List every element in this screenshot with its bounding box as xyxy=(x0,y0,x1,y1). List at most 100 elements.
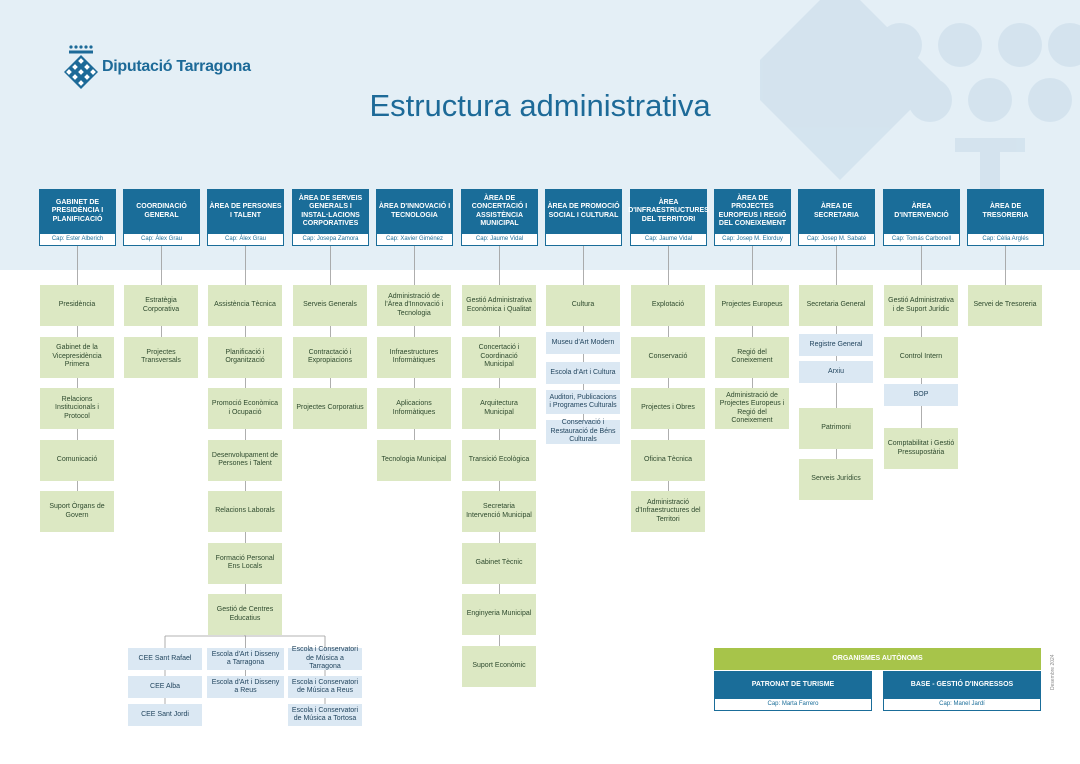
centre-col1-2[interactable]: CEE Sant Jordi xyxy=(128,704,202,726)
area-5-item-5[interactable]: Gabinet Tècnic xyxy=(462,542,536,584)
area-2-item-2[interactable]: Promoció Econòmica i Ocupació xyxy=(208,388,282,429)
centre-col2-0[interactable]: Escola d'Art i Disseny a Tarragona xyxy=(207,648,284,670)
area-0-item-4[interactable]: Suport Òrgans de Govern xyxy=(40,491,114,532)
centre-col3-1[interactable]: Escola i Conservatori de Música a Reus xyxy=(288,676,362,698)
area-7-item-1[interactable]: Conservació xyxy=(631,336,705,378)
area-title-5: Àrea de Concertació i Assistència Munici… xyxy=(461,189,538,234)
area-title-7: Àrea d'Infraestructures del Territori xyxy=(628,189,709,234)
area-4-item-0[interactable]: Administració de l'Àrea d'Innovació i Te… xyxy=(377,285,451,326)
area-1-item-0[interactable]: Estratègia Corporativa xyxy=(124,285,198,326)
organisme-turisme[interactable]: Patronat de Turisme xyxy=(714,671,872,699)
brand-logo[interactable]: Diputació Tarragona xyxy=(62,44,262,90)
area-4-item-2[interactable]: Aplicacions Informàtiques xyxy=(377,388,451,429)
area-7-item-4[interactable]: Administració d'Infraestructures del Ter… xyxy=(631,491,705,532)
area-6-item-0[interactable]: Cultura xyxy=(546,285,620,326)
area-header-4[interactable]: Àrea d'Innovació i TecnologiaCap: Xavier… xyxy=(376,189,453,246)
area-9-item-1[interactable]: Patrimoni xyxy=(799,408,873,449)
centre-col3-2[interactable]: Escola i Conservatori de Música a Tortos… xyxy=(288,704,362,726)
area-3-item-2[interactable]: Projectes Corporatius xyxy=(293,388,367,429)
area-9-sub-1[interactable]: Arxiu xyxy=(799,361,873,383)
area-header-2[interactable]: Àrea de Persones i TalentCap: Àlex Grau xyxy=(207,189,284,246)
area-6-sub-3[interactable]: Conservació i Restauració de Béns Cultur… xyxy=(546,419,620,444)
area-9-item-0[interactable]: Secretaria General xyxy=(799,285,873,326)
area-header-7[interactable]: Àrea d'Infraestructures del TerritoriCap… xyxy=(628,189,709,246)
area-5-item-3[interactable]: Transició Ecològica xyxy=(462,439,536,481)
area-2-item-3[interactable]: Desenvolupament de Persones i Talent xyxy=(208,439,282,481)
area-2-item-4[interactable]: Relacions Laborals xyxy=(208,491,282,532)
date-label: Desembre 2024 xyxy=(1050,654,1056,690)
area-header-8[interactable]: Àrea de Projectes Europeus i Regió del C… xyxy=(714,189,791,246)
area-10-item-0[interactable]: Gestió Administrativa i de Suport Jurídi… xyxy=(884,285,958,326)
area-0-item-1[interactable]: Gabinet de la Vicepresidència Primera xyxy=(40,336,114,378)
area-10-item-1[interactable]: Control Intern xyxy=(884,337,958,378)
area-2-item-5[interactable]: Formació Personal Ens Locals xyxy=(208,542,282,584)
organisme-base-cap: Cap: Manel Jardí xyxy=(883,699,1041,711)
area-0-item-0[interactable]: Presidència xyxy=(40,285,114,326)
area-5-item-7[interactable]: Suport Econòmic xyxy=(462,645,536,687)
area-cap-8: Cap: Josep M. Elorduy xyxy=(714,234,791,246)
area-header-5[interactable]: Àrea de Concertació i Assistència Munici… xyxy=(461,189,538,246)
area-cap-5: Cap: Jaume Vidal xyxy=(461,234,538,246)
area-2-item-1[interactable]: Planificació i Organització xyxy=(208,336,282,378)
area-cap-2: Cap: Àlex Grau xyxy=(207,234,284,246)
area-title-6: Àrea de Promoció Social i Cultural xyxy=(545,189,622,234)
centre-col2-1[interactable]: Escola d'Art i Disseny a Reus xyxy=(207,676,284,698)
organisme-base[interactable]: BASE - Gestió d'Ingressos xyxy=(883,671,1041,699)
area-cap-10: Cap: Tomás Carbonell xyxy=(883,234,960,246)
area-cap-9: Cap: Josep M. Sabaté xyxy=(798,234,875,246)
area-title-0: Gabinet de Presidència i Planificació xyxy=(39,189,116,234)
area-3-item-0[interactable]: Serveis Generals xyxy=(293,285,367,326)
area-title-4: Àrea d'Innovació i Tecnologia xyxy=(376,189,453,234)
area-5-item-4[interactable]: Secretaria Intervenció Municipal xyxy=(462,491,536,532)
organisme-turisme-cap: Cap: Marta Farrero xyxy=(714,699,872,711)
area-9-sub-0[interactable]: Registre General xyxy=(799,334,873,356)
centre-col1-0[interactable]: CEE Sant Rafael xyxy=(128,648,202,670)
area-6-sub-2[interactable]: Auditori, Publicacions i Programes Cultu… xyxy=(546,390,620,414)
area-header-3[interactable]: Àrea de Serveis Generals i Instal·lacion… xyxy=(292,189,369,246)
page-title: Estructura administrativa xyxy=(369,88,711,123)
area-2-item-0[interactable]: Assistència Tècnica xyxy=(208,285,282,326)
area-title-11: Àrea de Tresoreria xyxy=(967,189,1044,234)
area-header-9[interactable]: Àrea de SecretariaCap: Josep M. Sabaté xyxy=(798,189,875,246)
area-11-item-0[interactable]: Servei de Tresoreria xyxy=(968,285,1042,326)
area-4-item-3[interactable]: Tecnologia Municipal xyxy=(377,439,451,481)
area-cap-4: Cap: Xavier Giménez xyxy=(376,234,453,246)
area-5-item-2[interactable]: Arquitectura Municipal xyxy=(462,388,536,429)
organismes-title: Organismes Autònoms xyxy=(714,648,1041,670)
area-cap-3: Cap: Josepa Zamora xyxy=(292,234,369,246)
background-pattern xyxy=(760,0,1080,193)
area-title-10: Àrea d'Intervenció xyxy=(883,189,960,234)
area-header-0[interactable]: Gabinet de Presidència i PlanificacióCap… xyxy=(39,189,116,246)
centre-col1-1[interactable]: CEE Alba xyxy=(128,676,202,698)
area-7-item-3[interactable]: Oficina Tècnica xyxy=(631,439,705,481)
centre-col3-0[interactable]: Escola i Conservatori de Música a Tarrag… xyxy=(288,646,362,670)
area-header-11[interactable]: Àrea de TresoreriaCap: Cèlia Arglés xyxy=(967,189,1044,246)
area-5-item-1[interactable]: Concertació i Coordinació Municipal xyxy=(462,336,536,378)
area-5-item-0[interactable]: Gestió Administrativa Econòmica i Qualit… xyxy=(462,285,536,326)
area-title-8: Àrea de Projectes Europeus i Regió del C… xyxy=(714,189,791,234)
area-8-item-0[interactable]: Projectes Europeus xyxy=(715,285,789,326)
area-3-item-1[interactable]: Contractació i Expropiacions xyxy=(293,336,367,378)
area-6-sub-1[interactable]: Escola d'Art i Cultura xyxy=(546,362,620,384)
area-1-item-1[interactable]: Projectes Transversals xyxy=(124,336,198,378)
area-title-3: Àrea de Serveis Generals i Instal·lacion… xyxy=(292,189,369,234)
area-cap-6 xyxy=(545,234,622,246)
area-4-item-1[interactable]: Infraestructures Informàtiques xyxy=(377,336,451,378)
area-header-1[interactable]: Coordinació GeneralCap: Àlex Grau xyxy=(123,189,200,246)
area-10-sub-0[interactable]: BOP xyxy=(884,384,958,406)
area-8-item-2[interactable]: Administració de Projectes Europeus i Re… xyxy=(715,388,789,429)
area-7-item-2[interactable]: Projectes i Obres xyxy=(631,388,705,429)
area-9-item-2[interactable]: Serveis Jurídics xyxy=(799,459,873,500)
area-7-item-0[interactable]: Explotació xyxy=(631,285,705,326)
brand-name: Diputació Tarragona xyxy=(102,58,251,75)
area-cap-7: Cap: Jaume Vidal xyxy=(630,234,707,246)
area-header-10[interactable]: Àrea d'IntervencióCap: Tomás Carbonell xyxy=(883,189,960,246)
area-5-item-6[interactable]: Enginyeria Municipal xyxy=(462,594,536,635)
area-0-item-3[interactable]: Comunicació xyxy=(40,439,114,481)
area-header-6[interactable]: Àrea de Promoció Social i Cultural xyxy=(545,189,622,246)
area-6-sub-0[interactable]: Museu d'Art Modern xyxy=(546,332,620,354)
area-8-item-1[interactable]: Regió del Coneixement xyxy=(715,336,789,378)
area-10-item-2[interactable]: Comptabilitat i Gestió Pressupostària xyxy=(884,428,958,469)
area-0-item-2[interactable]: Relacions Institucionals i Protocol xyxy=(40,388,114,429)
area-2-item-6[interactable]: Gestió de Centres Educatius xyxy=(208,594,282,635)
